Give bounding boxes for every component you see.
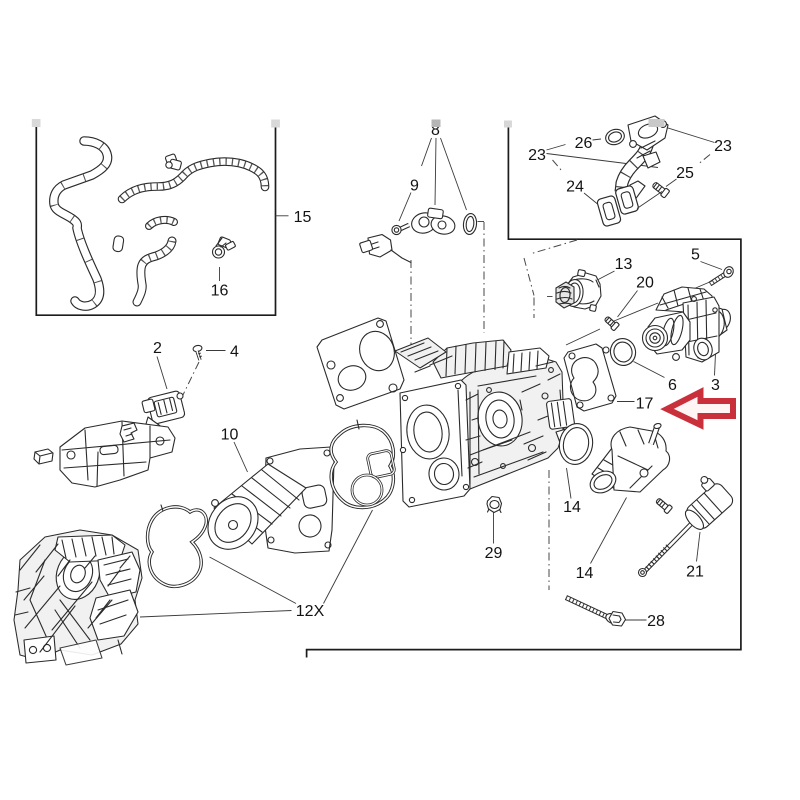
svg-text:4: 4 [230,343,239,360]
svg-text:14: 14 [576,565,594,582]
svg-text:8: 8 [431,122,440,139]
svg-text:5: 5 [691,246,700,263]
svg-text:16: 16 [211,283,229,300]
svg-text:10: 10 [221,426,239,443]
svg-text:14: 14 [563,499,581,516]
svg-text:3: 3 [711,377,720,394]
svg-text:26: 26 [575,135,593,152]
svg-text:6: 6 [668,377,677,394]
svg-text:23: 23 [714,138,732,155]
svg-text:2: 2 [153,340,162,357]
svg-text:21: 21 [686,563,704,580]
svg-text:13: 13 [615,256,633,273]
svg-text:17: 17 [636,395,654,412]
svg-text:25: 25 [676,165,694,182]
svg-text:9: 9 [410,177,419,194]
svg-text:28: 28 [647,613,665,630]
svg-text:15: 15 [294,209,312,226]
svg-text:12X: 12X [296,603,325,620]
svg-text:20: 20 [636,274,654,291]
svg-text:23: 23 [528,147,546,164]
svg-text:24: 24 [566,178,584,195]
svg-text:29: 29 [485,545,503,562]
